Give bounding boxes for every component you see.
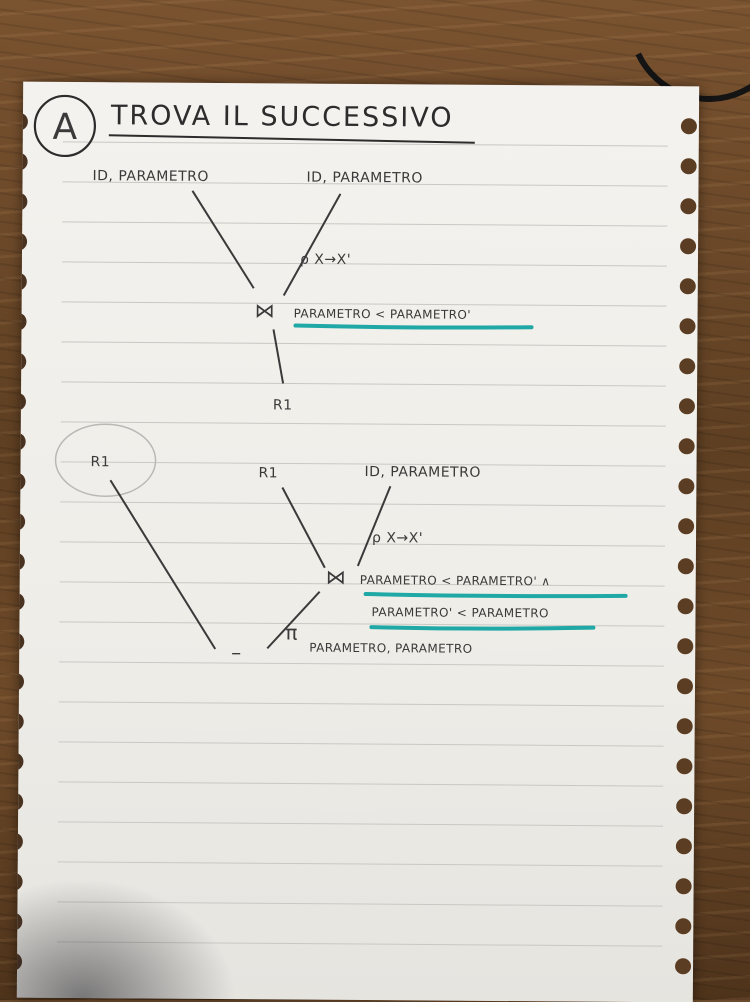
notebook-page: A TROVA IL SUCCESSIVO ID, PARAMETRO ID, …: [16, 81, 700, 1002]
r1-circle: [54, 423, 157, 497]
title-underline: [108, 134, 475, 144]
bottom-condition-1-highlight: [363, 592, 628, 599]
handwritten-notes: A TROVA IL SUCCESSIVO ID, PARAMETRO ID, …: [33, 94, 628, 664]
circled-letter: A: [52, 107, 77, 148]
top-join-symbol: ⋈: [255, 298, 275, 322]
bottom-join-condition-1: PARAMETRO < PARAMETRO' ∧: [360, 573, 551, 588]
bottom-edge-mid: [281, 487, 326, 569]
top-edge-left: [191, 190, 255, 289]
bottom-minus-symbol: –: [231, 640, 241, 664]
top-condition-highlight: [293, 323, 534, 330]
bottom-condition-2-highlight: [369, 625, 596, 631]
bottom-edge-right: [356, 485, 392, 567]
bottom-input-mid: R1: [258, 465, 278, 481]
bottom-join-condition-2: PARAMETRO' < PARAMETRO: [371, 605, 548, 620]
top-input-right: ID, PARAMETRO: [306, 170, 423, 187]
bottom-input-far-left: R1: [90, 454, 110, 470]
bottom-rename: ρ X→X': [372, 530, 423, 546]
top-join-condition: PARAMETRO < PARAMETRO': [294, 307, 471, 322]
bottom-input-right: ID, PARAMETRO: [364, 464, 481, 481]
diagram-top: ID, PARAMETRO ID, PARAMETRO ρ X→X' ⋈ PAR…: [92, 168, 534, 414]
bottom-join-symbol: ⋈: [326, 565, 346, 589]
top-edge-down: [272, 329, 285, 384]
bottom-edge-to-projection: [266, 591, 321, 650]
bottom-projection-attrs: PARAMETRO, PARAMETRO: [309, 641, 472, 656]
shadow: [16, 877, 238, 1000]
top-edge-right: [282, 193, 342, 296]
letter-circle: [33, 94, 96, 158]
punch-holes-right: [675, 118, 697, 975]
bottom-edge-left: [109, 479, 217, 650]
page-title: TROVA IL SUCCESSIVO: [110, 100, 454, 133]
note-header: A TROVA IL SUCCESSIVO: [33, 94, 475, 158]
top-input-left: ID, PARAMETRO: [92, 168, 209, 185]
diagram-bottom: R1 R1 ID, PARAMETRO ρ X→X' ⋈ PARAMETRO <…: [54, 423, 628, 664]
top-result: R1: [273, 397, 293, 413]
top-rename: ρ X→X': [300, 252, 351, 268]
bottom-projection-symbol: π: [285, 620, 297, 644]
ruled-lines: [16, 112, 697, 975]
